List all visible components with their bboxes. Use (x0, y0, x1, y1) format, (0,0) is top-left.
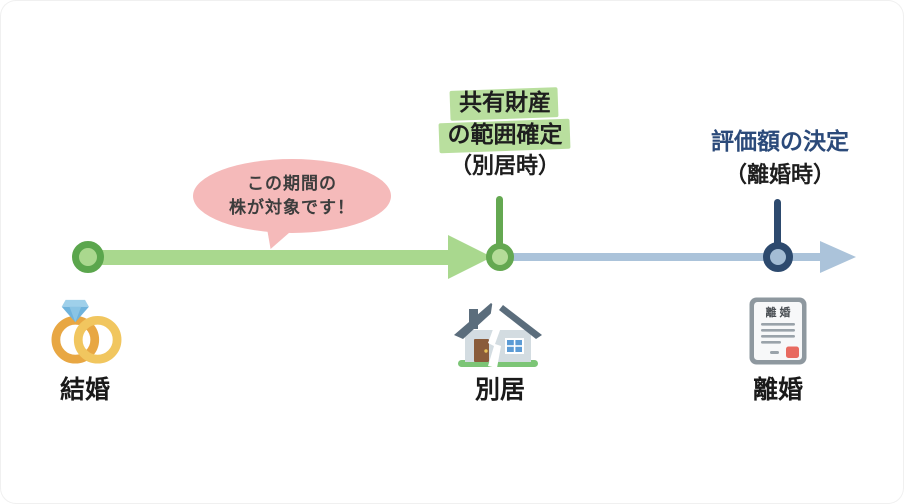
divorce-point-dot (763, 242, 793, 272)
marriage-point-dot (72, 241, 104, 273)
wedding-rings-icon (45, 297, 127, 370)
separation-heading-line1: 共有財産 (459, 86, 551, 118)
divorce-stem-line (774, 199, 781, 247)
separation-label: 別居 (474, 376, 525, 404)
bubble-line1: この期間の (247, 174, 337, 193)
divorce-document-title: 離 婚 (765, 305, 790, 319)
green-arrowhead-icon (448, 235, 492, 279)
separation-heading-line2: の範囲確定 (448, 118, 563, 150)
marriage-label: 結婚 (59, 376, 110, 404)
broken-house-icon (452, 293, 544, 378)
separation-heading: 共有財産 の範囲確定 （別居時） (405, 86, 605, 182)
divorce-document-icon: 離 婚 (748, 296, 808, 371)
separation-point-dot (486, 243, 514, 271)
divorce-heading-line1: 評価額の決定 (711, 128, 849, 154)
marriage-to-separation-line (88, 250, 450, 265)
divorce-heading-line2: （離婚時） (724, 162, 835, 187)
separation-stem-line (496, 196, 503, 248)
blue-arrowhead-icon (820, 241, 856, 273)
bubble-line2: 株が対象です！ (229, 198, 355, 217)
divorce-label: 離婚 (752, 376, 803, 404)
speech-bubble: この期間の 株が対象です！ (193, 159, 391, 233)
separation-heading-line3: （別居時） (449, 153, 560, 178)
divorce-heading: 評価額の決定 （離婚時） (685, 125, 875, 191)
separation-to-divorce-line (500, 253, 824, 261)
